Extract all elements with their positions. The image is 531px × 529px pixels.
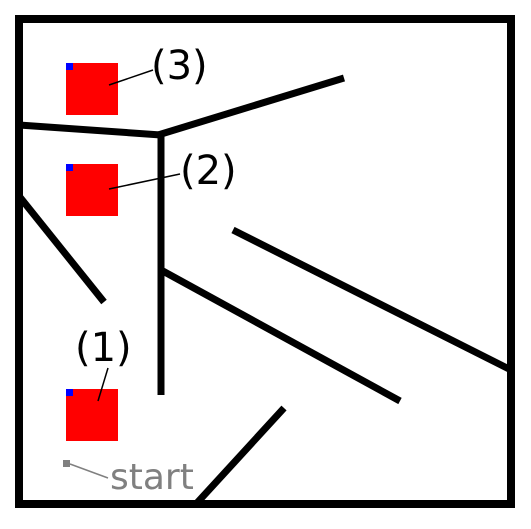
target-square xyxy=(66,389,118,441)
target-3: (3) xyxy=(66,43,208,115)
target-square xyxy=(66,164,118,216)
wall-segment xyxy=(156,74,346,139)
arena-border xyxy=(15,15,515,508)
target-marker xyxy=(66,389,73,396)
target-1: (1) xyxy=(66,325,132,441)
target-2: (2) xyxy=(66,148,237,216)
leader-line xyxy=(108,69,154,86)
wall-segment xyxy=(159,266,402,405)
wall-segment xyxy=(193,405,287,507)
target-marker xyxy=(66,63,73,70)
leader-line xyxy=(108,173,181,190)
start-point: start xyxy=(63,457,194,498)
wall-segment xyxy=(231,226,513,374)
target-label: (1) xyxy=(75,325,132,371)
start-marker xyxy=(63,460,70,467)
target-marker xyxy=(66,164,73,171)
wall-segment xyxy=(16,193,107,305)
leader-line xyxy=(69,463,109,479)
start-label: start xyxy=(110,457,194,498)
walls xyxy=(16,74,513,507)
target-label: (3) xyxy=(151,43,208,89)
wall-segment xyxy=(18,121,162,139)
target-square xyxy=(66,63,118,115)
leader-line xyxy=(97,367,109,402)
target-label: (2) xyxy=(180,148,237,194)
